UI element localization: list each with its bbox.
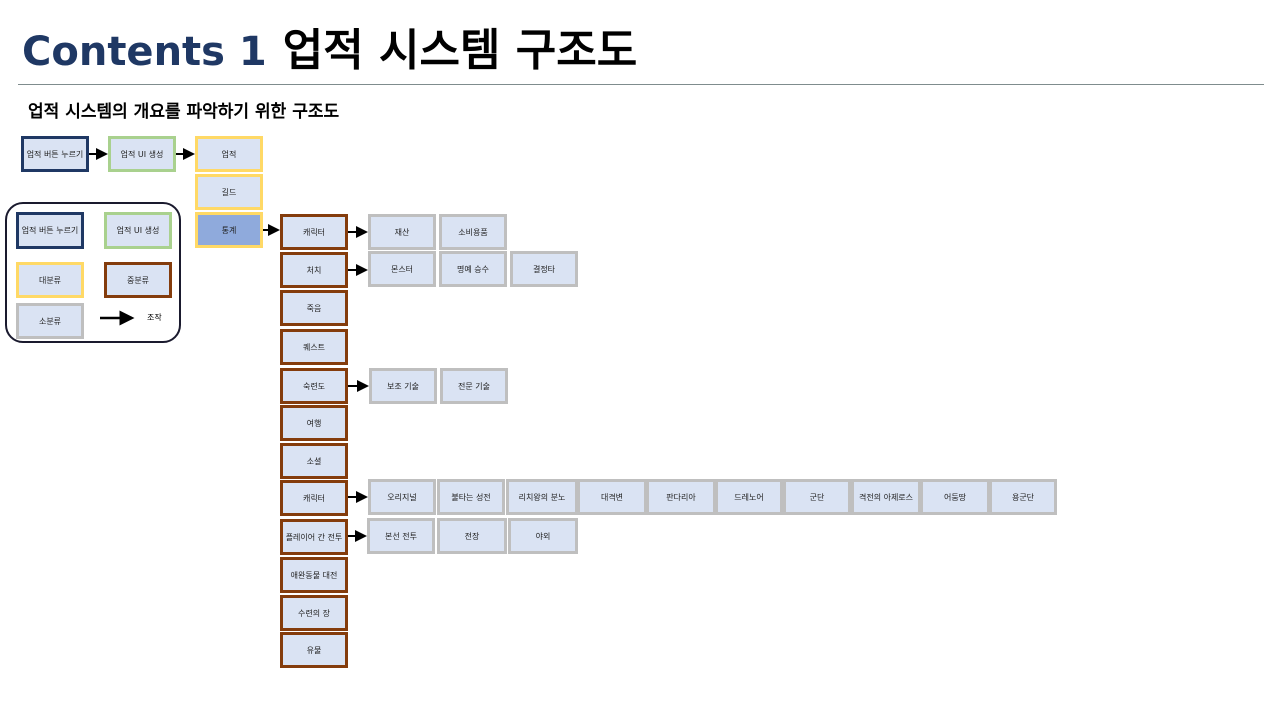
minor-consumables: 소비용품 — [439, 214, 507, 250]
minor-honor: 명예 승수 — [439, 251, 507, 287]
middle-quest: 퀘스트 — [280, 329, 348, 365]
middle-relic: 유물 — [280, 632, 348, 668]
legend-minor-label: 소분류 — [38, 316, 62, 326]
minor-secondary-skill: 보조 기술 — [369, 368, 437, 404]
middle-label: 애완동물 대전 — [290, 570, 338, 580]
major-label: 업적 — [221, 149, 237, 159]
legend-button-node: 업적 버튼 누르기 — [16, 212, 84, 249]
middle-character: 캐릭터 — [280, 480, 348, 516]
middle-label: 소셜 — [306, 456, 322, 466]
legend-middle-label: 중분류 — [126, 275, 150, 285]
legend-action-label: 조작 — [147, 313, 162, 322]
middle-social: 소셜 — [280, 443, 348, 479]
minor-label: 명예 승수 — [457, 264, 489, 274]
middle-stats-character: 캐릭터 — [280, 214, 348, 250]
minor-label: 판다리아 — [666, 492, 696, 502]
minor-original: 오리지널 — [368, 479, 436, 515]
middle-label: 캐릭터 — [302, 493, 326, 503]
legend-button-label: 업적 버튼 누르기 — [21, 226, 79, 235]
minor-pandaria: 판다리아 — [646, 479, 716, 515]
major-statistics: 통계 — [195, 212, 263, 248]
major-guild: 길드 — [195, 174, 263, 210]
middle-death: 죽음 — [280, 290, 348, 326]
minor-label: 대격변 — [600, 492, 624, 502]
minor-label: 오리지널 — [387, 492, 417, 502]
minor-label: 군단 — [809, 492, 825, 502]
minor-label: 어둠땅 — [943, 492, 967, 502]
minor-monster: 몬스터 — [368, 251, 436, 287]
minor-label: 본선 전투 — [385, 531, 417, 541]
minor-label: 격전의 아제로스 — [858, 492, 914, 502]
minor-cataclysm: 대격변 — [577, 479, 647, 515]
node-achievement-button-label: 업적 버튼 누르기 — [26, 149, 84, 159]
middle-proficiency: 숙련도 — [280, 368, 348, 404]
middle-label: 퀘스트 — [302, 342, 326, 352]
legend-minor-node: 소분류 — [16, 303, 84, 339]
major-achievement: 업적 — [195, 136, 263, 172]
page-title-en: Contents 1 — [22, 29, 267, 75]
minor-shadowlands: 어둠땅 — [920, 479, 990, 515]
middle-pet-battle: 애완동물 대전 — [280, 557, 348, 593]
middle-label: 숙련도 — [302, 381, 326, 391]
minor-draenor: 드레노어 — [715, 479, 783, 515]
minor-wealth: 재산 — [368, 214, 436, 250]
minor-label: 드레노어 — [734, 492, 764, 502]
minor-killing-blow: 결정타 — [510, 251, 578, 287]
minor-label: 용군단 — [1011, 492, 1035, 502]
minor-label: 소비용품 — [458, 227, 488, 237]
title-divider — [18, 84, 1264, 85]
legend-ui-node: 업적 UI 생성 — [104, 212, 172, 249]
middle-label: 플레이어 간 전투 — [285, 532, 343, 542]
minor-wrath: 리치왕의 분노 — [506, 479, 578, 515]
middle-label: 수련의 장 — [298, 608, 330, 618]
minor-label: 결정타 — [532, 264, 556, 274]
minor-legion: 군단 — [783, 479, 851, 515]
major-label: 길드 — [221, 187, 237, 197]
minor-label: 재산 — [394, 227, 410, 237]
major-label: 통계 — [221, 225, 237, 235]
middle-label: 여행 — [306, 418, 322, 428]
middle-label: 캐릭터 — [302, 227, 326, 237]
minor-world-pvp: 야외 — [508, 518, 578, 554]
minor-label: 불타는 성전 — [451, 492, 491, 502]
minor-battleground: 전장 — [437, 518, 507, 554]
page-title-ko: 업적 시스템 구조도 — [282, 25, 638, 76]
legend-ui-label: 업적 UI 생성 — [116, 226, 160, 235]
node-achievement-ui: 업적 UI 생성 — [108, 136, 176, 172]
middle-pvp: 플레이어 간 전투 — [280, 519, 348, 555]
middle-proving-grounds: 수련의 장 — [280, 595, 348, 631]
legend-middle-node: 중분류 — [104, 262, 172, 298]
minor-burning-crusade: 불타는 성전 — [437, 479, 505, 515]
legend-major-node: 대분류 — [16, 262, 84, 298]
minor-label: 전문 기술 — [458, 381, 490, 391]
minor-label: 야외 — [535, 531, 551, 541]
middle-travel: 여행 — [280, 405, 348, 441]
minor-label: 보조 기술 — [387, 381, 419, 391]
middle-kill: 처치 — [280, 252, 348, 288]
node-achievement-ui-label: 업적 UI 생성 — [120, 149, 164, 159]
minor-dragonflight: 용군단 — [989, 479, 1057, 515]
middle-label: 처치 — [306, 265, 322, 275]
minor-rated-combat: 본선 전투 — [367, 518, 435, 554]
node-achievement-button: 업적 버튼 누르기 — [21, 136, 89, 172]
minor-label: 전장 — [464, 531, 480, 541]
middle-label: 죽음 — [306, 303, 322, 313]
middle-label: 유물 — [306, 645, 322, 655]
minor-label: 리치왕의 분노 — [518, 492, 566, 502]
page-title: Contents 1 업적 시스템 구조도 — [22, 14, 637, 76]
diagram-subtitle: 업적 시스템의 개요를 파악하기 위한 구조도 — [28, 102, 340, 122]
legend-major-label: 대분류 — [38, 275, 62, 285]
minor-bfa: 격전의 아제로스 — [851, 479, 921, 515]
minor-profession: 전문 기술 — [440, 368, 508, 404]
minor-label: 몬스터 — [390, 264, 414, 274]
